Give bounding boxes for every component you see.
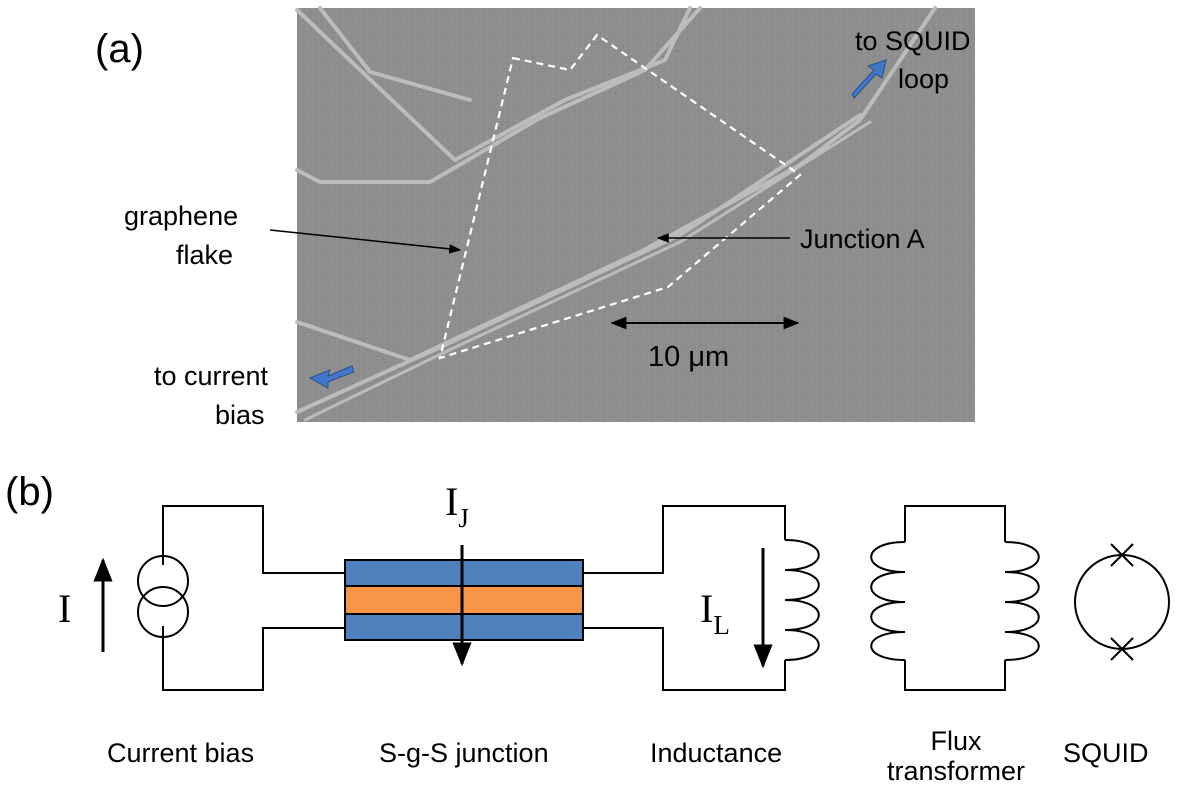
electrode-trace <box>295 6 702 184</box>
current-IJ-label: IJ <box>445 479 469 533</box>
panel-b-label: (b) <box>5 470 54 514</box>
electrode-trace <box>295 6 692 163</box>
to-bias-label-1: to current <box>154 361 269 391</box>
graphene-flake-outline <box>438 33 802 360</box>
to-squid-label-2: loop <box>898 64 949 94</box>
graphene-label-2: flake <box>176 240 233 270</box>
caption-squid: SQUID <box>1063 738 1149 768</box>
caption-inductance: Inductance <box>650 738 782 768</box>
sgs-junction <box>344 559 584 641</box>
electrode-trace <box>318 6 472 102</box>
electrode-trace <box>295 113 862 414</box>
to-bias-arrow <box>308 365 355 389</box>
graphene-layer <box>344 585 584 615</box>
flake-pointer <box>269 229 462 254</box>
to-squid-label-1: to SQUID <box>855 26 971 56</box>
current-source-circuit <box>137 505 345 691</box>
flux-transformer <box>870 505 1040 691</box>
scale-label: 10 μm <box>648 341 729 373</box>
superconductor-top <box>344 559 584 587</box>
current-IL-label: IL <box>700 586 730 640</box>
inductance-circuit <box>583 505 820 691</box>
superconductor-bottom <box>344 613 584 641</box>
caption-flux-2: transformer <box>887 756 1025 786</box>
panel-a: (a) to SQUID loop graphene flake <box>95 6 975 430</box>
transformer-primary-coil <box>870 541 906 661</box>
current-I-label: I <box>58 586 71 631</box>
inductor-coil <box>784 539 820 661</box>
squid-symbol <box>1074 543 1170 661</box>
sem-micrograph <box>295 6 975 422</box>
caption-sgs-junction: S-g-S junction <box>379 738 549 768</box>
panel-b: (b) I IJ IL <box>5 470 1170 786</box>
current-source-lower-circle <box>137 586 189 638</box>
caption-current-bias: Current bias <box>107 738 254 768</box>
caption-flux-1: Flux <box>930 726 982 756</box>
current-source-upper-circle <box>137 555 189 607</box>
panel-a-label: (a) <box>95 27 144 71</box>
junction-label: Junction A <box>800 224 925 254</box>
electrode-trace <box>303 120 872 422</box>
to-bias-label-2: bias <box>215 400 265 430</box>
to-squid-arrow <box>851 59 887 99</box>
transformer-secondary-coil <box>1004 541 1040 661</box>
graphene-label-1: graphene <box>124 201 238 231</box>
